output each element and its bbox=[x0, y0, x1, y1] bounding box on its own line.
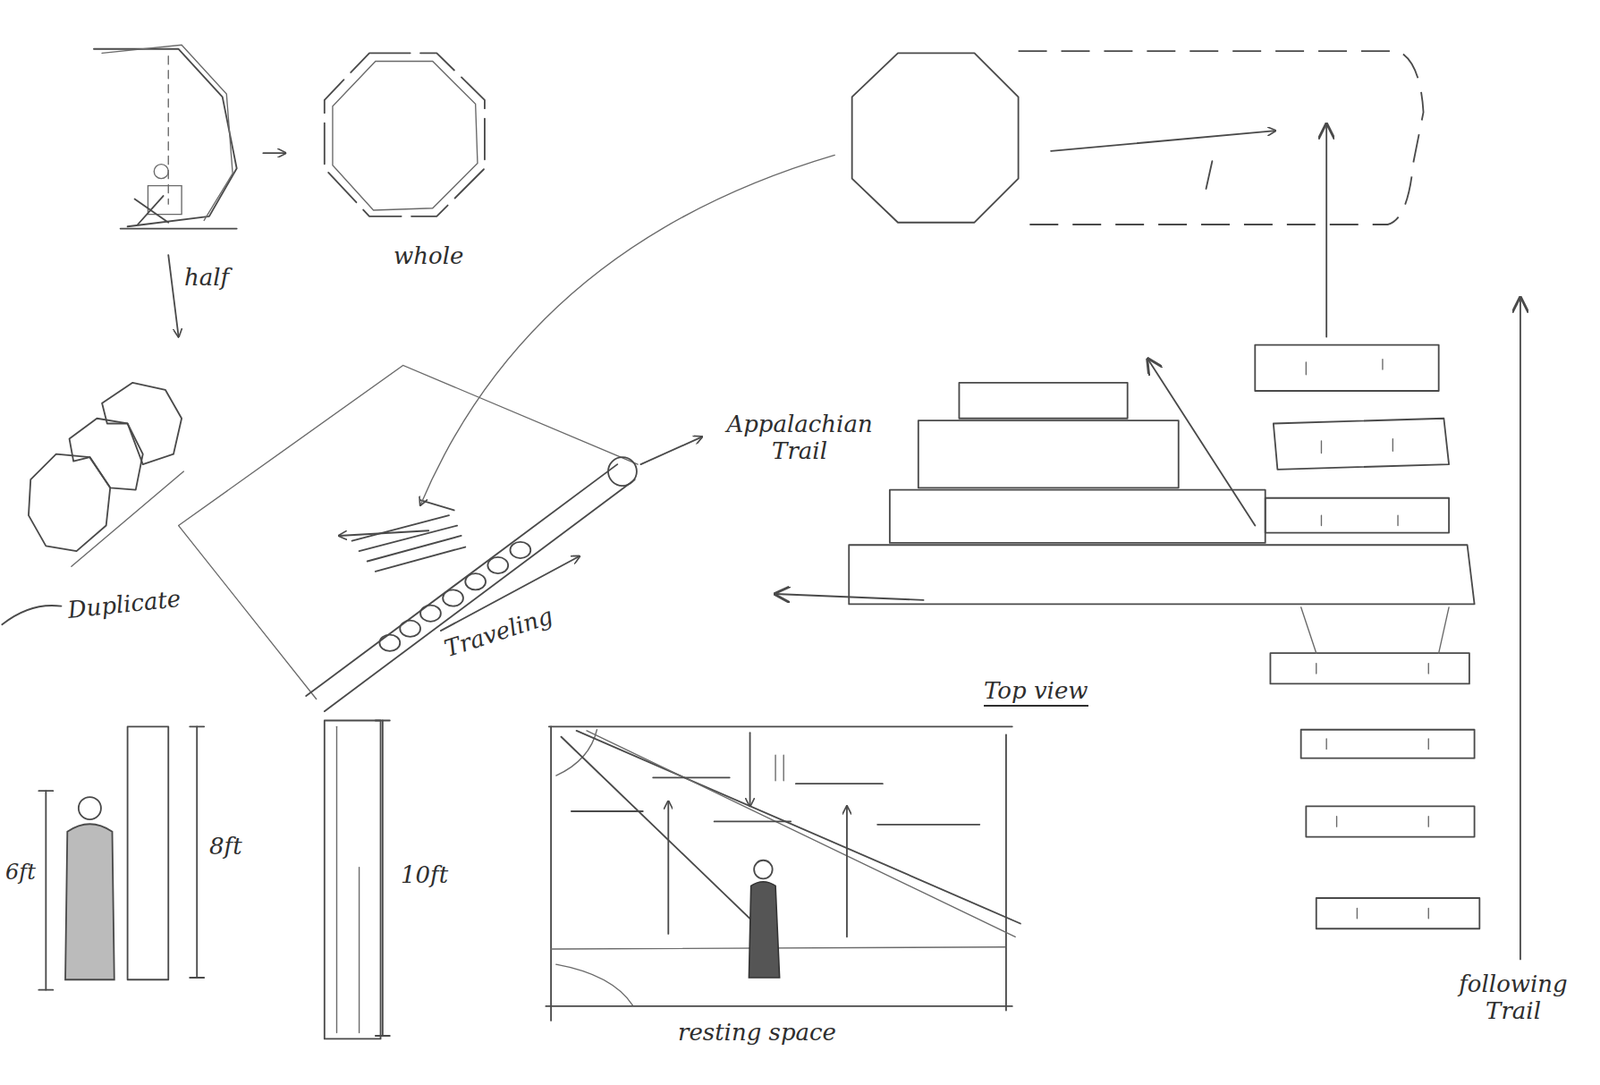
trail-label: following Trail bbox=[1450, 971, 1576, 1025]
dimension-label: 10ft bbox=[400, 862, 449, 889]
trail-plane bbox=[178, 364, 703, 712]
dimension-label: 8ft bbox=[209, 833, 243, 861]
dimension-label: 6ft bbox=[5, 860, 36, 886]
step-label: half bbox=[184, 264, 229, 292]
extruded-octagon bbox=[420, 50, 1424, 506]
trail-planks bbox=[1254, 124, 1521, 959]
trail-name: Appalachian Trail bbox=[711, 411, 888, 466]
view-title: Top view bbox=[983, 677, 1089, 707]
scale-figures bbox=[38, 719, 390, 1039]
arrow bbox=[168, 254, 178, 337]
resting-space-view bbox=[545, 726, 1021, 1021]
space-label: resting space bbox=[677, 1019, 837, 1047]
half-octagon bbox=[93, 44, 238, 229]
arrow bbox=[262, 152, 286, 154]
stacked-slabs bbox=[775, 359, 1475, 605]
whole-octagon bbox=[324, 52, 485, 217]
step-label: Duplicate bbox=[66, 585, 182, 625]
step-label: whole bbox=[393, 243, 464, 271]
duplicated-octagons bbox=[1, 382, 184, 625]
